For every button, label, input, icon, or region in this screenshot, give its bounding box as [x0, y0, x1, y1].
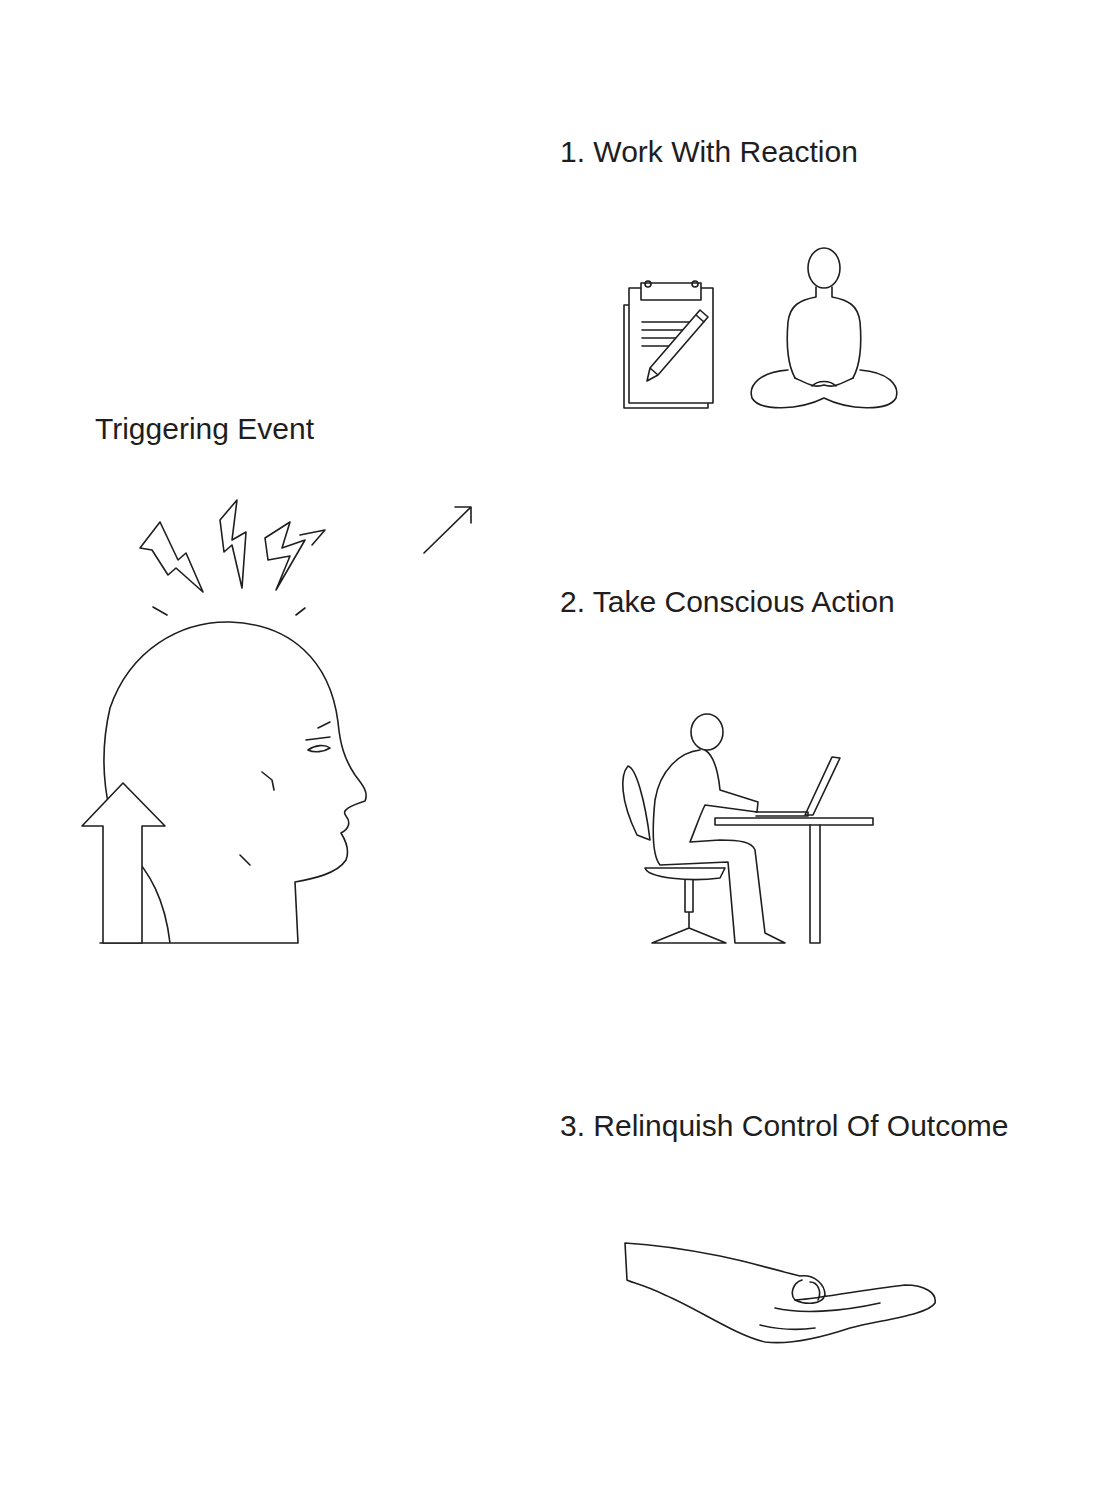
journal-icon: [624, 281, 713, 408]
direction-arrow: [424, 507, 471, 553]
meditation-figure: [751, 248, 897, 408]
trigger-label: Triggering Event: [95, 411, 314, 447]
stressed-head: [82, 500, 366, 943]
step-label: 3. Relinquish Control Of Outcome: [560, 1108, 1009, 1144]
step-label: 2. Take Conscious Action: [560, 584, 895, 620]
step-label: 1. Work With Reaction: [560, 134, 858, 170]
desk-worker: [623, 714, 873, 943]
open-hand: [625, 1243, 935, 1343]
